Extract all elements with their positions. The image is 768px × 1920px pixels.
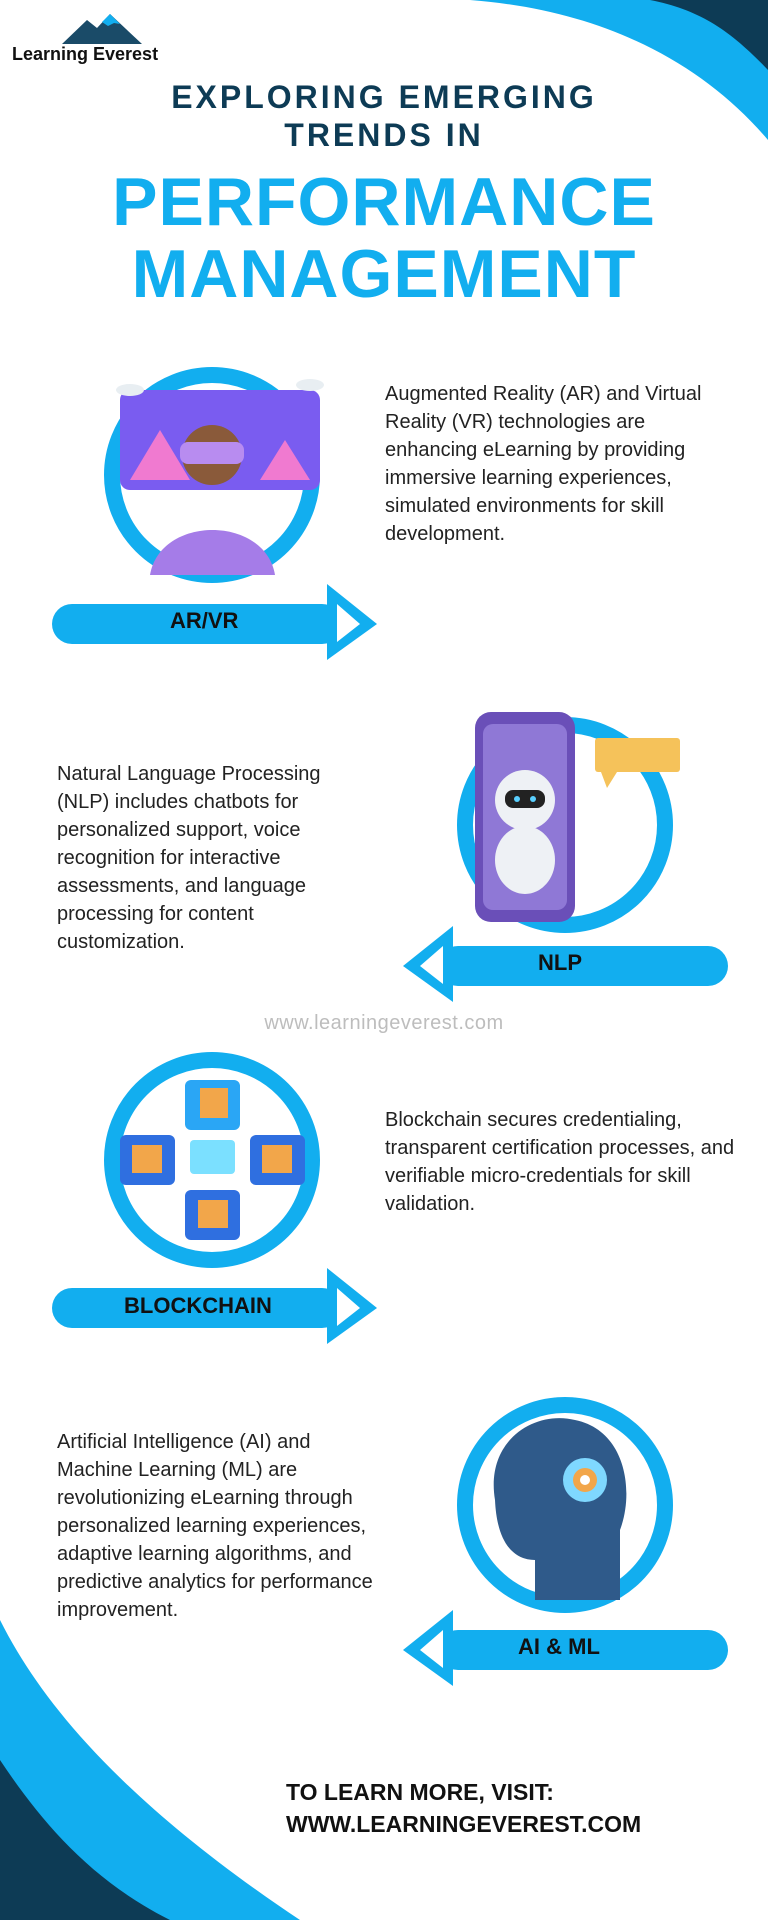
bottom-left-dark-corner [0,1760,170,1920]
watermark-url: www.learningeverest.com [264,1012,504,1034]
blockchain-description: Blockchain secures credentialing, transp… [385,1109,735,1215]
nlp-description: Natural Language Processing (NLP) includ… [57,763,321,953]
blockchain-illustration [104,1052,320,1268]
mountain-icon [62,14,142,44]
footer-line-1: TO LEARN MORE, VISIT: [286,1779,554,1805]
brand-logo: Learning Everest [12,14,182,70]
header: EXPLORING EMERGING TRENDS IN PERFORMANCE… [0,78,768,310]
ar-vr-arrow [52,584,377,660]
ai-ml-label: AI & ML [518,1634,600,1659]
ai-ml-description: Artificial Intelligence (AI) and Machine… [57,1431,373,1621]
ar-vr-description: Augmented Reality (AR) and Virtual Reali… [385,383,702,545]
top-right-dark-corner [650,0,768,70]
footer-url-link[interactable]: WWW.LEARNINGEVEREST.COM [286,1811,642,1837]
ai-ml-arrow [403,1610,728,1686]
ai-ml-illustration [457,1397,673,1613]
page-subtitle: EXPLORING EMERGING TRENDS IN [171,79,597,153]
brand-name: Learning Everest [12,44,159,64]
blockchain-label: BLOCKCHAIN [124,1293,272,1318]
bottom-left-swoosh [0,1620,300,1920]
top-right-swoosh [470,0,768,140]
nlp-label: NLP [538,950,582,975]
page-title: PERFORMANCE MANAGEMENT [112,164,656,312]
nlp-illustration [457,712,680,933]
ar-vr-label: AR/VR [170,608,239,633]
blockchain-arrow [52,1268,377,1344]
footer-cta: TO LEARN MORE, VISIT: WWW.LEARNINGEVERES… [286,1776,641,1840]
nlp-arrow [403,926,728,1002]
ar-vr-illustration [104,367,324,583]
